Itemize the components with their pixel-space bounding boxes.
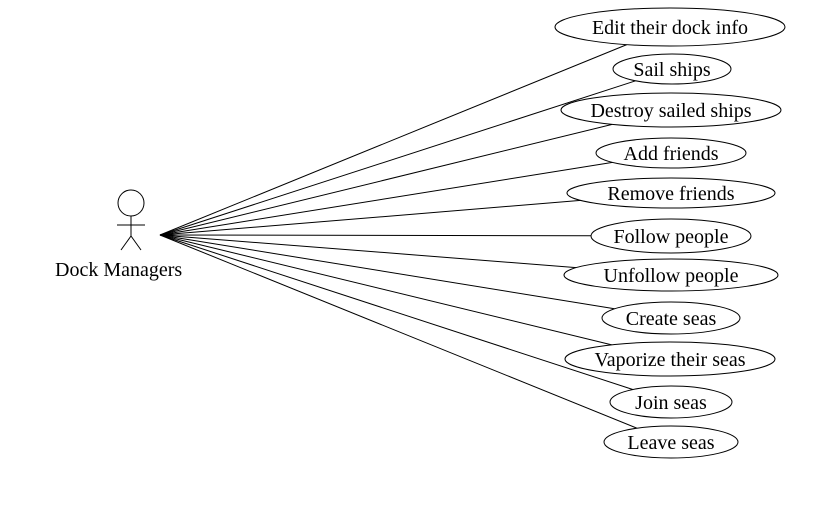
use-case-label: Create seas: [626, 308, 717, 330]
use-case-add-friends: Add friends: [595, 137, 747, 169]
use-case-ellipse: [595, 137, 747, 169]
use-case-ellipse: [554, 7, 786, 47]
use-case-label: Sail ships: [633, 59, 710, 81]
use-case-create-seas: Create seas: [601, 301, 741, 335]
use-case-sail-ships: Sail ships: [612, 53, 732, 85]
use-case-ellipse: [603, 425, 739, 459]
use-case-vaporize-their-seas: Vaporize their seas: [564, 341, 776, 377]
use-case-label: Leave seas: [627, 432, 714, 454]
use-case-leave-seas: Leave seas: [603, 425, 739, 459]
association-line-follow-people: [159, 234, 592, 237]
stick-figure-icon: [117, 189, 145, 251]
association-line-destroy-sailed-ships: [159, 123, 613, 236]
actor-dock-managers: Dock Managers: [55, 189, 182, 281]
use-case-ellipse: [564, 341, 776, 377]
use-case-ellipse: [563, 258, 779, 292]
association-line-create-seas: [159, 234, 615, 310]
associations: [159, 44, 638, 429]
association-line-remove-friends: [159, 199, 581, 236]
use-case-label: Vaporize their seas: [594, 349, 745, 371]
use-case-ellipse: [566, 177, 776, 209]
actor-label: Dock Managers: [55, 259, 182, 281]
use-case-remove-friends: Remove friends: [566, 177, 776, 209]
association-line-leave-seas: [159, 234, 638, 429]
association-line-edit-their-dock-info: [159, 44, 627, 236]
association-line-unfollow-people: [159, 234, 577, 269]
use-case-ellipse: [601, 301, 741, 335]
use-case-ellipse: [560, 92, 782, 128]
association-line-add-friends: [159, 161, 613, 236]
use-case-label: Destroy sailed ships: [590, 100, 751, 122]
use-case-edit-their-dock-info: Edit their dock info: [554, 7, 786, 47]
use-case-label: Join seas: [635, 392, 707, 414]
use-case-follow-people: Follow people: [590, 218, 752, 254]
use-case-join-seas: Join seas: [609, 385, 733, 419]
association-line-join-seas: [159, 234, 633, 390]
use-case-label: Unfollow people: [604, 265, 739, 287]
use-case-unfollow-people: Unfollow people: [563, 258, 779, 292]
use-case-ellipse: [609, 385, 733, 419]
use-case-ellipse: [590, 218, 752, 254]
use-case-label: Remove friends: [607, 183, 734, 205]
use-case-label: Follow people: [614, 226, 729, 248]
use-case-ellipse: [612, 53, 732, 85]
use-case-label: Add friends: [624, 143, 719, 165]
association-line-sail-ships: [159, 80, 636, 236]
use-case-label: Edit their dock info: [592, 17, 748, 39]
association-line-vaporize-their-seas: [159, 234, 612, 346]
use-case-destroy-sailed-ships: Destroy sailed ships: [560, 92, 782, 128]
